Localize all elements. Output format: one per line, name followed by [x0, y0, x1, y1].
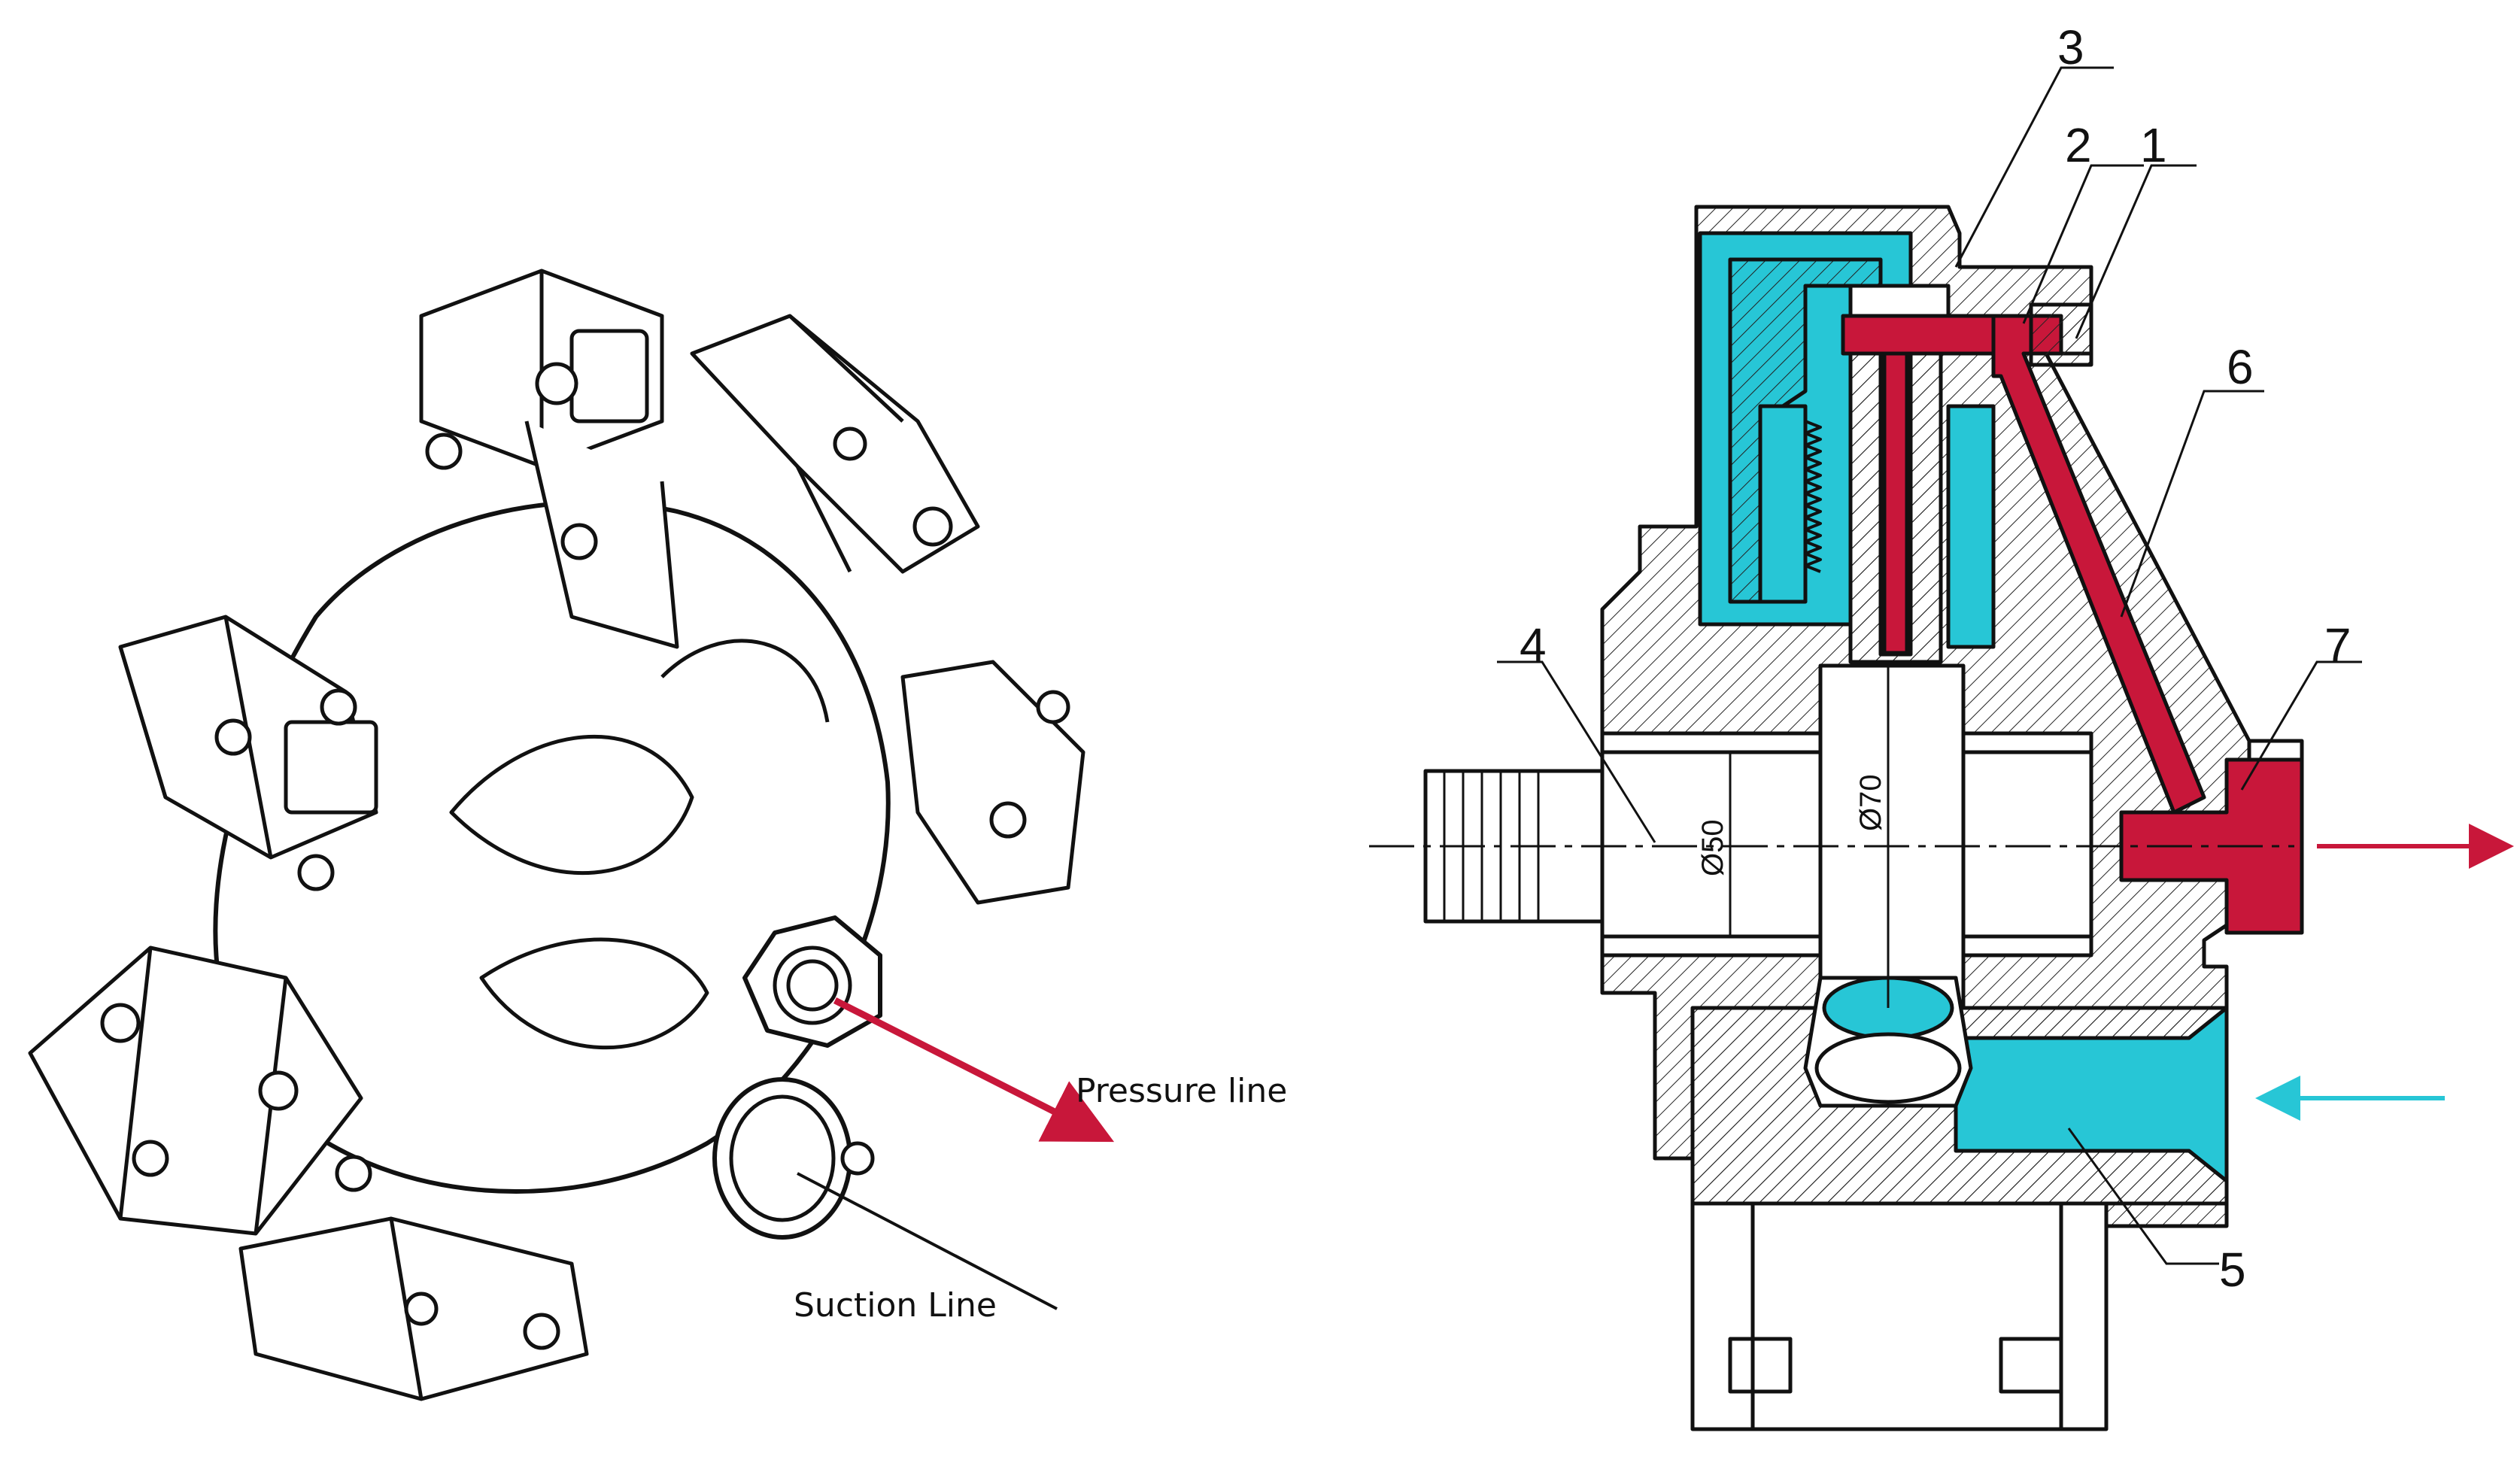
callout-leaders — [1497, 66, 2362, 1265]
pump-section-drawing — [1423, 205, 2304, 1431]
suction-line-label: Suction Line — [794, 1286, 997, 1325]
dim-50-label: Ø50 — [1696, 819, 1729, 876]
pressure-line-label: Pressure line — [1076, 1072, 1287, 1110]
callout-3: 3 — [2057, 20, 2084, 74]
callout-4: 4 — [1520, 618, 1547, 672]
suction-line-leader — [797, 1172, 1058, 1310]
pressure-line-arrow — [833, 997, 1115, 1143]
callout-2: 2 — [2065, 118, 2092, 172]
callout-7: 7 — [2324, 618, 2351, 672]
callout-5: 5 — [2219, 1243, 2246, 1297]
pump-isometric-drawing — [28, 269, 1085, 1401]
callout-1: 1 — [2140, 118, 2167, 172]
callout-6: 6 — [2227, 340, 2254, 394]
dim-70-label: Ø70 — [1854, 774, 1887, 831]
